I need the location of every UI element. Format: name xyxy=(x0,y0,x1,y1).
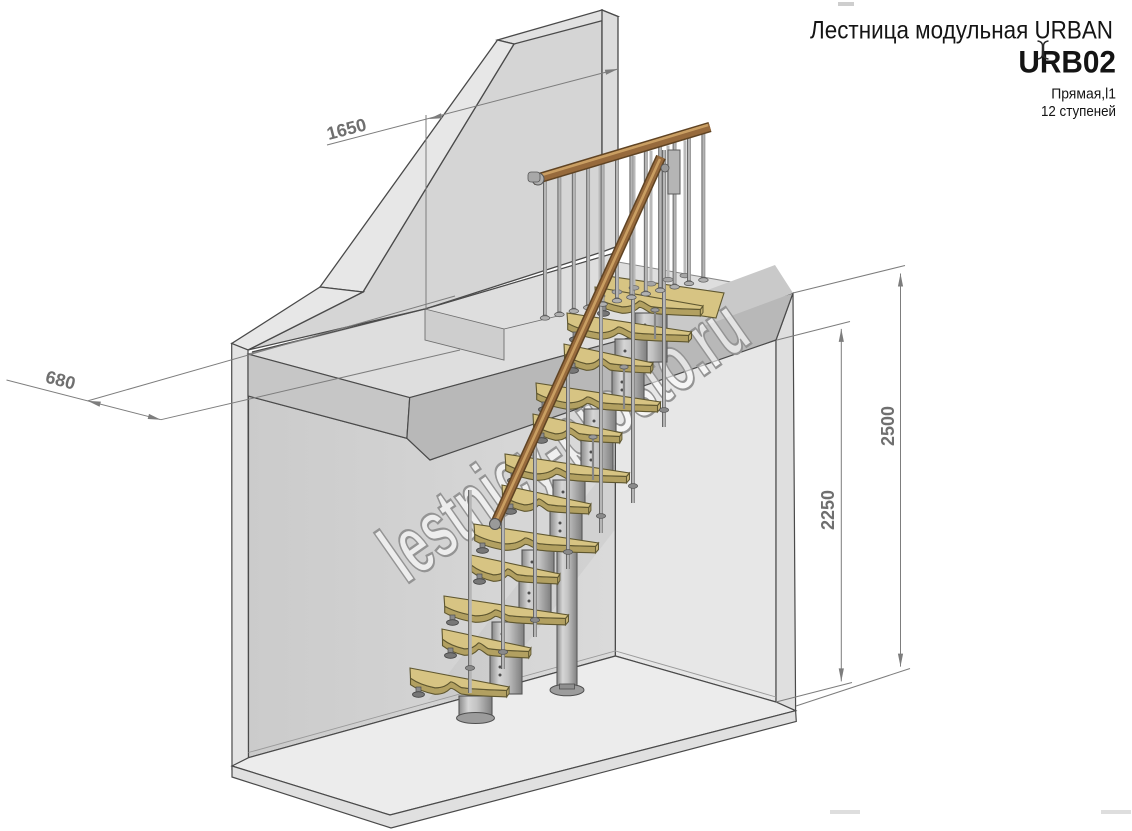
svg-text:2250: 2250 xyxy=(818,490,838,530)
svg-text:URB02: URB02 xyxy=(1018,44,1116,80)
svg-text:680: 680 xyxy=(43,367,77,394)
svg-text:Прямая,l1: Прямая,l1 xyxy=(1051,87,1116,103)
svg-text:2500: 2500 xyxy=(878,406,898,446)
svg-text:1650: 1650 xyxy=(325,114,369,143)
svg-text:Лестница модульная URBAN: Лестница модульная URBAN xyxy=(810,17,1113,45)
svg-text:12 ступеней: 12 ступеней xyxy=(1041,104,1116,120)
